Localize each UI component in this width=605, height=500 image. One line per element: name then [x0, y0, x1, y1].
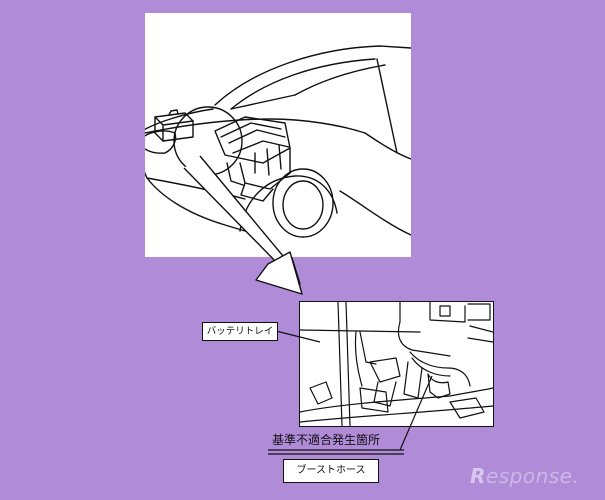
battery-tray-label: バッテリトレイ: [202, 322, 278, 341]
engine-detail-panel: [299, 301, 494, 427]
response-logo: Response.: [470, 464, 579, 488]
boost-hose-label: ブーストホース: [283, 459, 379, 483]
logo-text: esponse.: [485, 464, 580, 488]
car-line-drawing: [145, 45, 411, 238]
response-r-icon: R: [470, 464, 486, 488]
detail-line-drawing: [300, 302, 493, 426]
car-illustration-panel: [145, 13, 411, 257]
defect-location-label: 基準不適合発生箇所: [272, 433, 381, 447]
